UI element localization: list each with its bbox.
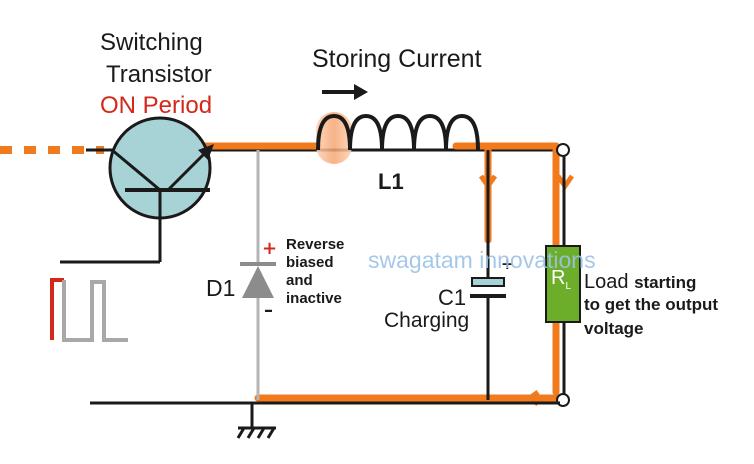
diode-label: D1	[206, 275, 236, 301]
load-label: Load starting	[584, 272, 696, 293]
minus-sign: –	[264, 300, 273, 321]
inactive-line: inactive	[286, 290, 342, 307]
resistor-subscript: L	[565, 281, 572, 292]
resistor-letter: R	[551, 267, 566, 289]
watermark: swagatam innovations	[368, 247, 596, 273]
load-starting: starting	[634, 273, 697, 292]
load-line-output: to get the output	[584, 295, 719, 314]
output-terminal	[556, 143, 570, 407]
load-word: Load	[584, 271, 629, 293]
inductor-label: L1	[378, 169, 404, 194]
switching-label: Switching	[100, 29, 203, 56]
storing-current-label: Storing Current	[312, 45, 482, 73]
capacitor-label: C1	[438, 285, 467, 310]
diode-icon	[240, 150, 276, 400]
inductor-coil-icon	[316, 112, 480, 164]
plus-sign: +	[262, 238, 278, 259]
transistor-label: Transistor	[106, 61, 212, 88]
charging-label: Charging	[384, 309, 470, 332]
resistor-icon	[545, 150, 581, 400]
resistor-label: RL	[551, 268, 571, 293]
on-period-label: ON Period	[100, 92, 213, 119]
load-line-voltage: voltage	[584, 319, 644, 338]
reverse-line: Reverse	[286, 236, 345, 253]
pulse-wave-icon	[50, 278, 128, 342]
biased-line: biased	[286, 254, 334, 271]
transistor-icon	[60, 116, 214, 264]
arrow-right-icon	[322, 84, 368, 100]
and-line: and	[286, 272, 313, 289]
reverse-biased-note: Reverse biased and inactive	[286, 236, 344, 308]
capacitor-icon	[470, 150, 506, 400]
capacitor-plus-sign: +	[501, 255, 514, 273]
ground-icon	[236, 403, 276, 439]
